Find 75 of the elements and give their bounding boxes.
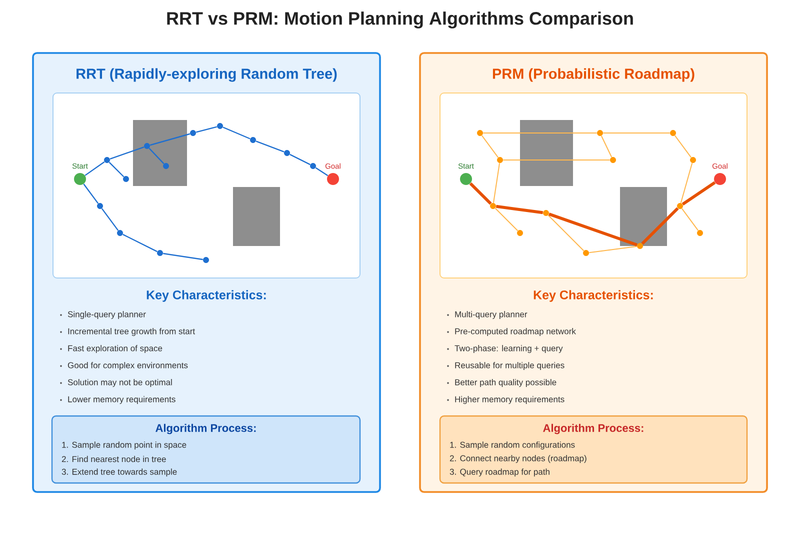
tree-edge: [600, 135, 612, 158]
sample-point: [190, 130, 196, 136]
tree-edge: [84, 161, 105, 176]
sample-point: [104, 157, 110, 163]
tree-edge: [108, 162, 124, 178]
tree-edge: [494, 208, 518, 232]
sample-point: [144, 143, 150, 149]
tree-edge: [150, 133, 190, 146]
path-segment: [496, 204, 544, 214]
tree-edge: [548, 214, 584, 252]
tree-edge: [148, 148, 164, 164]
tree-edge: [110, 146, 144, 160]
tree-edge: [681, 208, 699, 231]
sample-point: [697, 230, 703, 236]
path-segment: [548, 212, 638, 246]
sample-point: [157, 250, 163, 256]
bullet-item: Fast exploration of space: [60, 345, 162, 353]
tree-edge: [674, 135, 692, 158]
tree-edge: [680, 162, 693, 204]
sample-point: [690, 157, 696, 163]
sample-point: [250, 137, 256, 143]
sample-point: [310, 163, 316, 169]
bullet-item: Solution may not be optimal: [60, 379, 172, 387]
path-segment: [641, 207, 679, 245]
process-box: Algorithm Process: 1. Sample random point in space 2. Find nearest node in tree 3. Extend tree towards sample: [51, 415, 361, 484]
tree-edge: [493, 162, 500, 204]
bullet-item: Lower memory requirements: [60, 396, 176, 404]
sample-point: [284, 150, 290, 156]
sample-point: [583, 250, 589, 256]
path-segment: [682, 181, 716, 206]
panel-title: RRT (Rapidly-exploring Random Tree): [76, 68, 337, 82]
path-segment: [469, 182, 492, 205]
bullet-item: Reusable for multiple queries: [447, 362, 564, 370]
sample-point: [670, 130, 676, 136]
sample-point: [610, 157, 616, 163]
sample-point: [477, 130, 483, 136]
bullet-item: Single-query planner: [60, 311, 146, 319]
tree-edge: [290, 154, 310, 166]
sample-point: [217, 123, 223, 129]
bullet-item: Incremental tree growth from start: [60, 328, 195, 336]
tree-edge: [83, 184, 99, 204]
tree-edge: [481, 135, 499, 158]
tree-edge: [196, 126, 218, 133]
bullet-item: Two-phase: learning + query: [447, 345, 563, 353]
title: RRT vs PRM: Motion Planning Algorithms Comparison: [167, 12, 633, 28]
section-heading: Key Characteristics:: [534, 290, 653, 302]
sample-point: [117, 230, 123, 236]
sample-point: [203, 257, 209, 263]
tree-edge: [222, 126, 250, 140]
tree-edge: [482, 132, 598, 134]
sample-point: [637, 243, 643, 249]
tree-edge: [163, 252, 203, 260]
sample-point: [97, 203, 103, 209]
sample-point: [163, 163, 169, 169]
tree-edge: [602, 132, 670, 134]
sample-point: [517, 230, 523, 236]
section-heading: Key Characteristics:: [146, 290, 266, 302]
sample-point: [543, 210, 549, 216]
bullet-item: Better path quality possible: [447, 379, 556, 387]
tree-edge: [122, 234, 158, 252]
sample-point: [490, 203, 496, 209]
bullet-item: Pre-computed roadmap network: [447, 328, 576, 336]
bullet-item: Multi-query planner: [447, 311, 528, 319]
sample-point: [123, 176, 129, 182]
bullet-item: Good for complex environments: [60, 362, 188, 370]
tree-edge: [101, 208, 119, 231]
panel-title: PRM (Probabilistic Roadmap): [492, 68, 694, 82]
sample-point: [677, 203, 683, 209]
process-box: Algorithm Process: 1. Sample random configurations 2. Connect nearby nodes (roadmap) 3. Query roadmap for path: [439, 415, 748, 484]
tree-edge: [315, 167, 328, 176]
tree-edge: [588, 246, 638, 254]
sample-point: [597, 130, 603, 136]
tree-edge: [256, 140, 284, 152]
sample-point: [497, 157, 503, 163]
bullet-item: Higher memory requirements: [447, 396, 564, 404]
